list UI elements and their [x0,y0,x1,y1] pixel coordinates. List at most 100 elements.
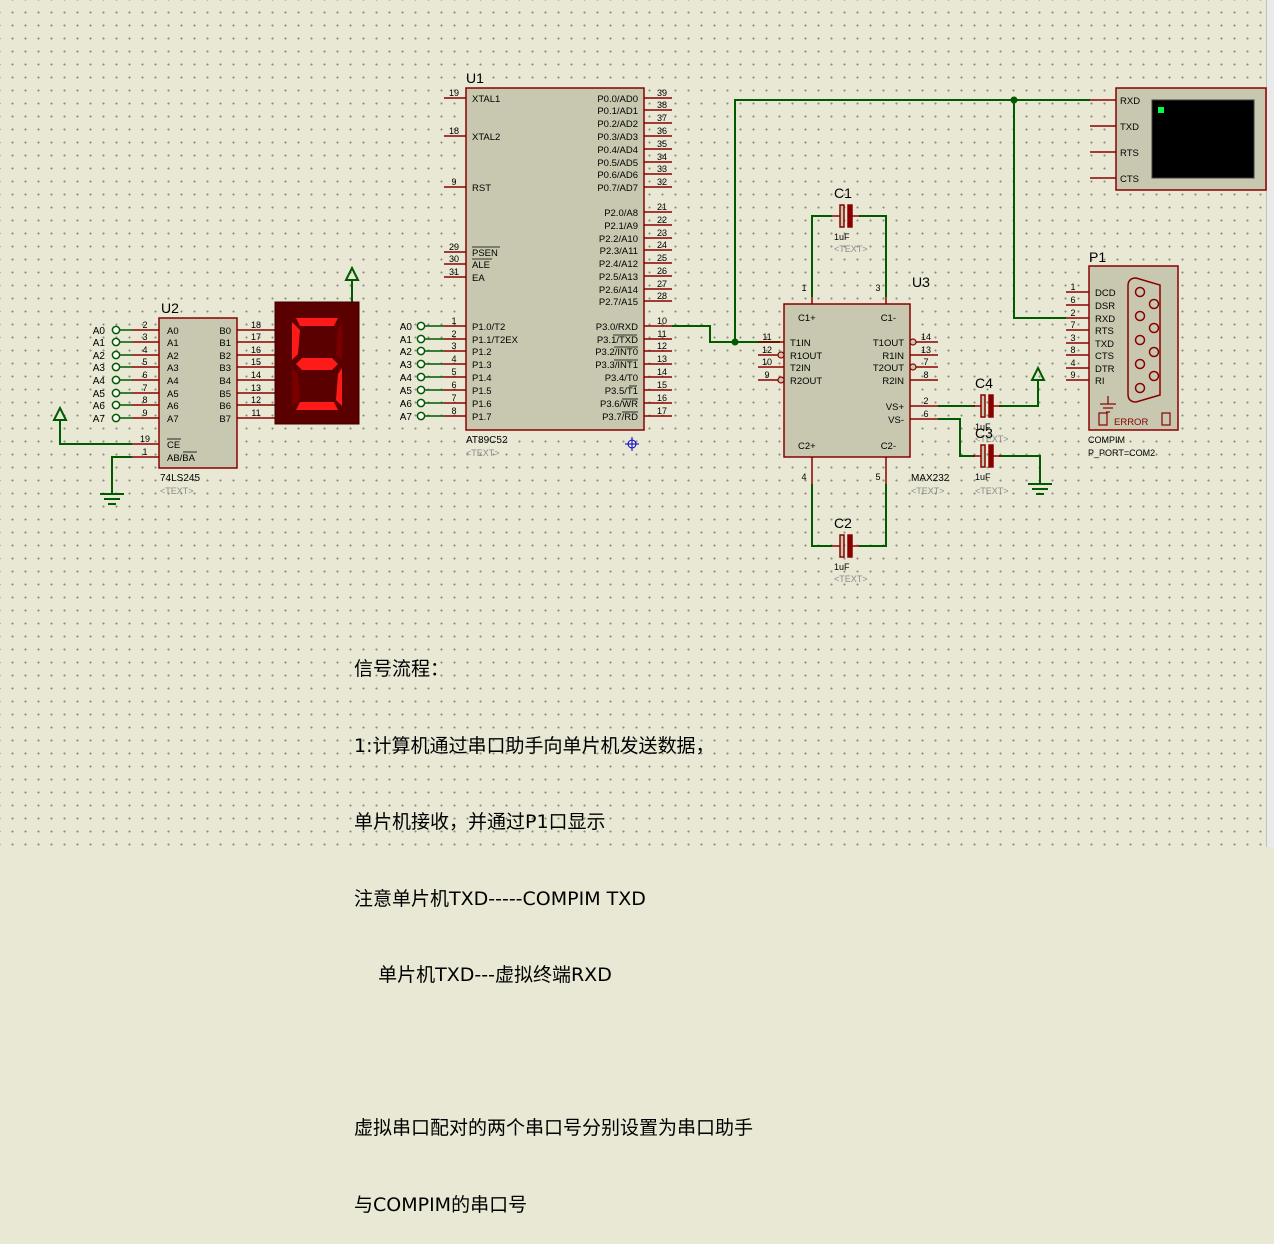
wire-c2-left[interactable] [811,484,832,547]
pin-name: P2.3/A11 [600,246,638,257]
ground-icon[interactable] [100,493,124,505]
u2-ref: U2 [161,300,179,316]
compim-p1[interactable]: P1 COMPIM P_PORT=COM2 ERROR 1DCD6DSR2RXD… [1066,249,1179,458]
seven-segment-display[interactable] [274,301,360,425]
u1-left-pins: 19XTAL118XTAL29RST29PSEN30ALE31EA1P1.0/T… [400,88,519,423]
pin-number: 39 [657,88,667,98]
wire-c3-ground[interactable] [999,455,1041,484]
pin-number: 18 [251,320,261,330]
pin-name: AB/BA [167,453,196,464]
u1-text-tag: <TEXT> [466,448,500,458]
segment-c [336,368,342,406]
error-indicator: ERROR [1114,417,1148,428]
net-terminal-icon[interactable] [111,400,121,410]
pin-name: P3.7/RD [602,412,638,423]
pin-name: RTS [1095,326,1114,337]
net-terminal-icon[interactable] [416,346,426,356]
net-terminal-icon[interactable] [111,350,121,360]
pin-name: P1.2 [472,347,492,358]
pin-number: 6 [142,370,147,380]
pin-number: 36 [657,126,667,136]
net-terminal-icon[interactable] [111,337,121,347]
net-terminal-icon[interactable] [416,411,426,421]
net-terminal-icon[interactable] [416,398,426,408]
pin-name: A0 [167,326,179,337]
wire-c2-right[interactable] [859,484,887,547]
wire-dir-ground[interactable] [111,456,132,494]
net-label: A6 [400,399,413,410]
window-edge [1266,0,1274,847]
wire-junction-to-terminal[interactable] [734,99,1090,342]
pin-name: A3 [167,363,179,374]
pin-name: P1.6 [472,399,492,410]
pin-number: 17 [251,332,261,342]
power-arrow-icon[interactable] [344,265,360,281]
net-terminal-icon[interactable] [111,388,121,398]
wire-c4-power[interactable] [999,380,1039,407]
net-terminal-icon[interactable] [416,321,426,331]
pin-number: 11 [657,329,666,339]
pin-number: 21 [657,202,667,212]
net-terminal-icon[interactable] [111,413,121,423]
wire-ce-power[interactable] [59,420,132,445]
pin-number: 14 [251,370,261,380]
cap-plate [847,534,853,558]
pin-number: 7 [1070,320,1075,330]
pin-number: 9 [451,177,456,187]
net-label: A2 [93,351,106,362]
net-terminal-icon[interactable] [416,359,426,369]
pin-name: TXD [1120,122,1139,133]
pin-number: 1 [451,316,456,326]
pin-name: P2.6/A14 [599,285,638,296]
pin-number: 11 [251,408,260,418]
cap-value: 1uF [975,422,991,432]
net-terminal-icon[interactable] [111,362,121,372]
wire-c1-left[interactable] [811,215,832,297]
pin-number: 23 [657,228,667,238]
pin-number: 1 [801,283,806,293]
net-terminal-icon[interactable] [416,334,426,344]
net-terminal-icon[interactable] [111,325,121,335]
u1-at89c52[interactable]: U1 AT89C52 <TEXT> 19XTAL118XTAL29RST29PS… [400,70,672,458]
pin-number: 12 [657,341,667,351]
wire-c1-right[interactable] [859,215,887,297]
net-label: A1 [400,335,413,346]
wire-vsminus-c3[interactable] [938,418,975,457]
pin-name: C1- [881,313,896,324]
cap-text-tag: <TEXT> [834,244,868,254]
pin-name: P2.4/A12 [599,259,638,270]
pin-name: P2.1/A9 [604,221,638,232]
u3-max232[interactable]: U3 MAX232 <TEXT> 11T1IN12R1OUT10T2IN9R2O… [758,274,950,496]
p1-ref: P1 [1089,249,1106,265]
note-line: 虚拟串口配对的两个串口号分别设置为串口助手 [354,1117,754,1139]
net-terminal-icon[interactable] [416,372,426,382]
ground-icon[interactable] [1028,483,1052,495]
net-terminal-icon[interactable] [111,375,121,385]
wire-terminal-to-compim[interactable] [1013,100,1066,319]
pin-number: 3 [875,283,880,293]
u3-ref: U3 [912,274,930,290]
power-arrow-icon[interactable] [52,405,68,421]
net-terminal-icon[interactable] [416,385,426,395]
pin-name: CTS [1095,351,1114,362]
pin-number: 29 [449,242,459,252]
wire-rxd-to-max232[interactable] [672,325,780,343]
pin-number: 2 [923,396,928,406]
pin-name: EA [472,273,485,284]
note-line: 单片机TXD---虚拟终端RXD [354,964,612,986]
pin-name: DTR [1095,364,1115,375]
pin-number: 1 [1070,282,1075,292]
note-line: 信号流程： [354,658,450,680]
power-arrow-icon[interactable] [1030,365,1046,381]
pin-name: A7 [167,414,179,425]
schematic-canvas[interactable]: U1 AT89C52 <TEXT> 19XTAL118XTAL29RST29PS… [0,0,1274,847]
